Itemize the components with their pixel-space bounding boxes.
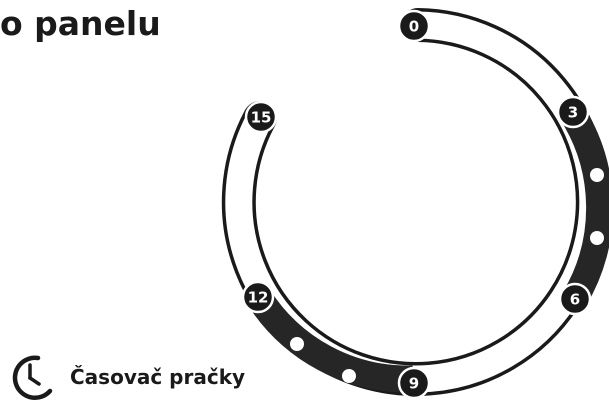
svg-text:6: 6 [570, 291, 580, 309]
dial-step-dot [290, 337, 304, 351]
dial-marker-15: 15 [244, 100, 278, 134]
dial-step-dot [590, 168, 604, 182]
clock-icon [12, 355, 53, 400]
timer-legend: Časovač pračky [8, 352, 245, 402]
dial-marker-9: 9 [397, 366, 431, 400]
dial-step-dot [342, 369, 356, 383]
svg-text:0: 0 [409, 18, 419, 36]
dial-step-dot [590, 231, 604, 245]
dial-marker-0: 0 [397, 9, 431, 43]
svg-text:3: 3 [568, 104, 578, 122]
dial-marker-12: 12 [241, 280, 275, 314]
svg-text:9: 9 [409, 375, 419, 393]
dial-marker-6: 6 [558, 282, 592, 316]
dial-active-segment-9-12 [246, 288, 414, 393]
dial-active-segment-3-6 [560, 105, 609, 305]
dial-ring [225, 11, 607, 393]
page-title: o panelu [0, 4, 161, 43]
dial-marker-3: 3 [556, 95, 590, 129]
svg-text:12: 12 [248, 289, 269, 307]
timer-legend-label: Časovač pračky [70, 365, 246, 389]
svg-text:15: 15 [251, 109, 272, 127]
